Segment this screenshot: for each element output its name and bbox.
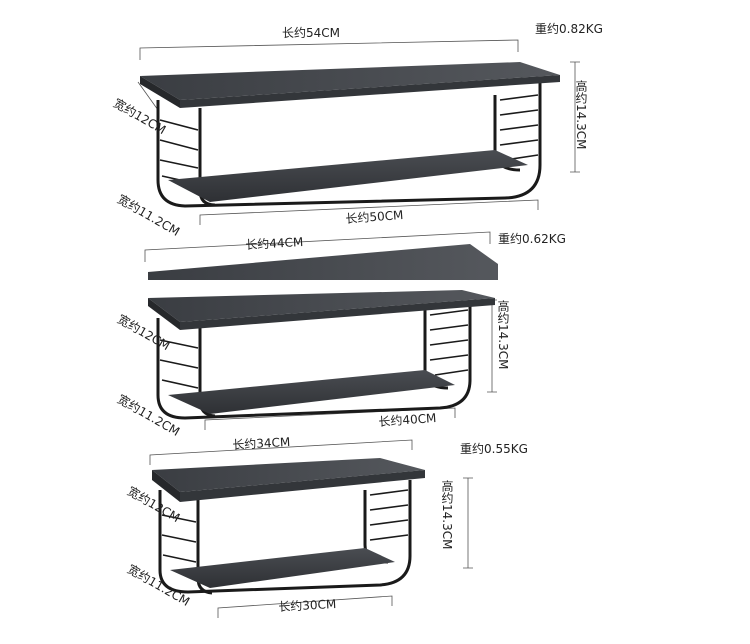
weight-label: 重约0.62KG xyxy=(498,232,566,246)
height-label: 高约14.3CM xyxy=(496,300,510,370)
shelf-large xyxy=(137,39,580,225)
weight-label: 重约0.82KG xyxy=(535,22,603,36)
length-top-label: 长约54CM xyxy=(282,26,341,40)
height-label: 高约14.3CM xyxy=(574,80,588,150)
weight-label: 重约0.55KG xyxy=(460,442,528,456)
shelf-small xyxy=(149,439,473,618)
shelf-medium xyxy=(144,231,498,430)
height-label: 高约14.3CM xyxy=(440,480,454,550)
